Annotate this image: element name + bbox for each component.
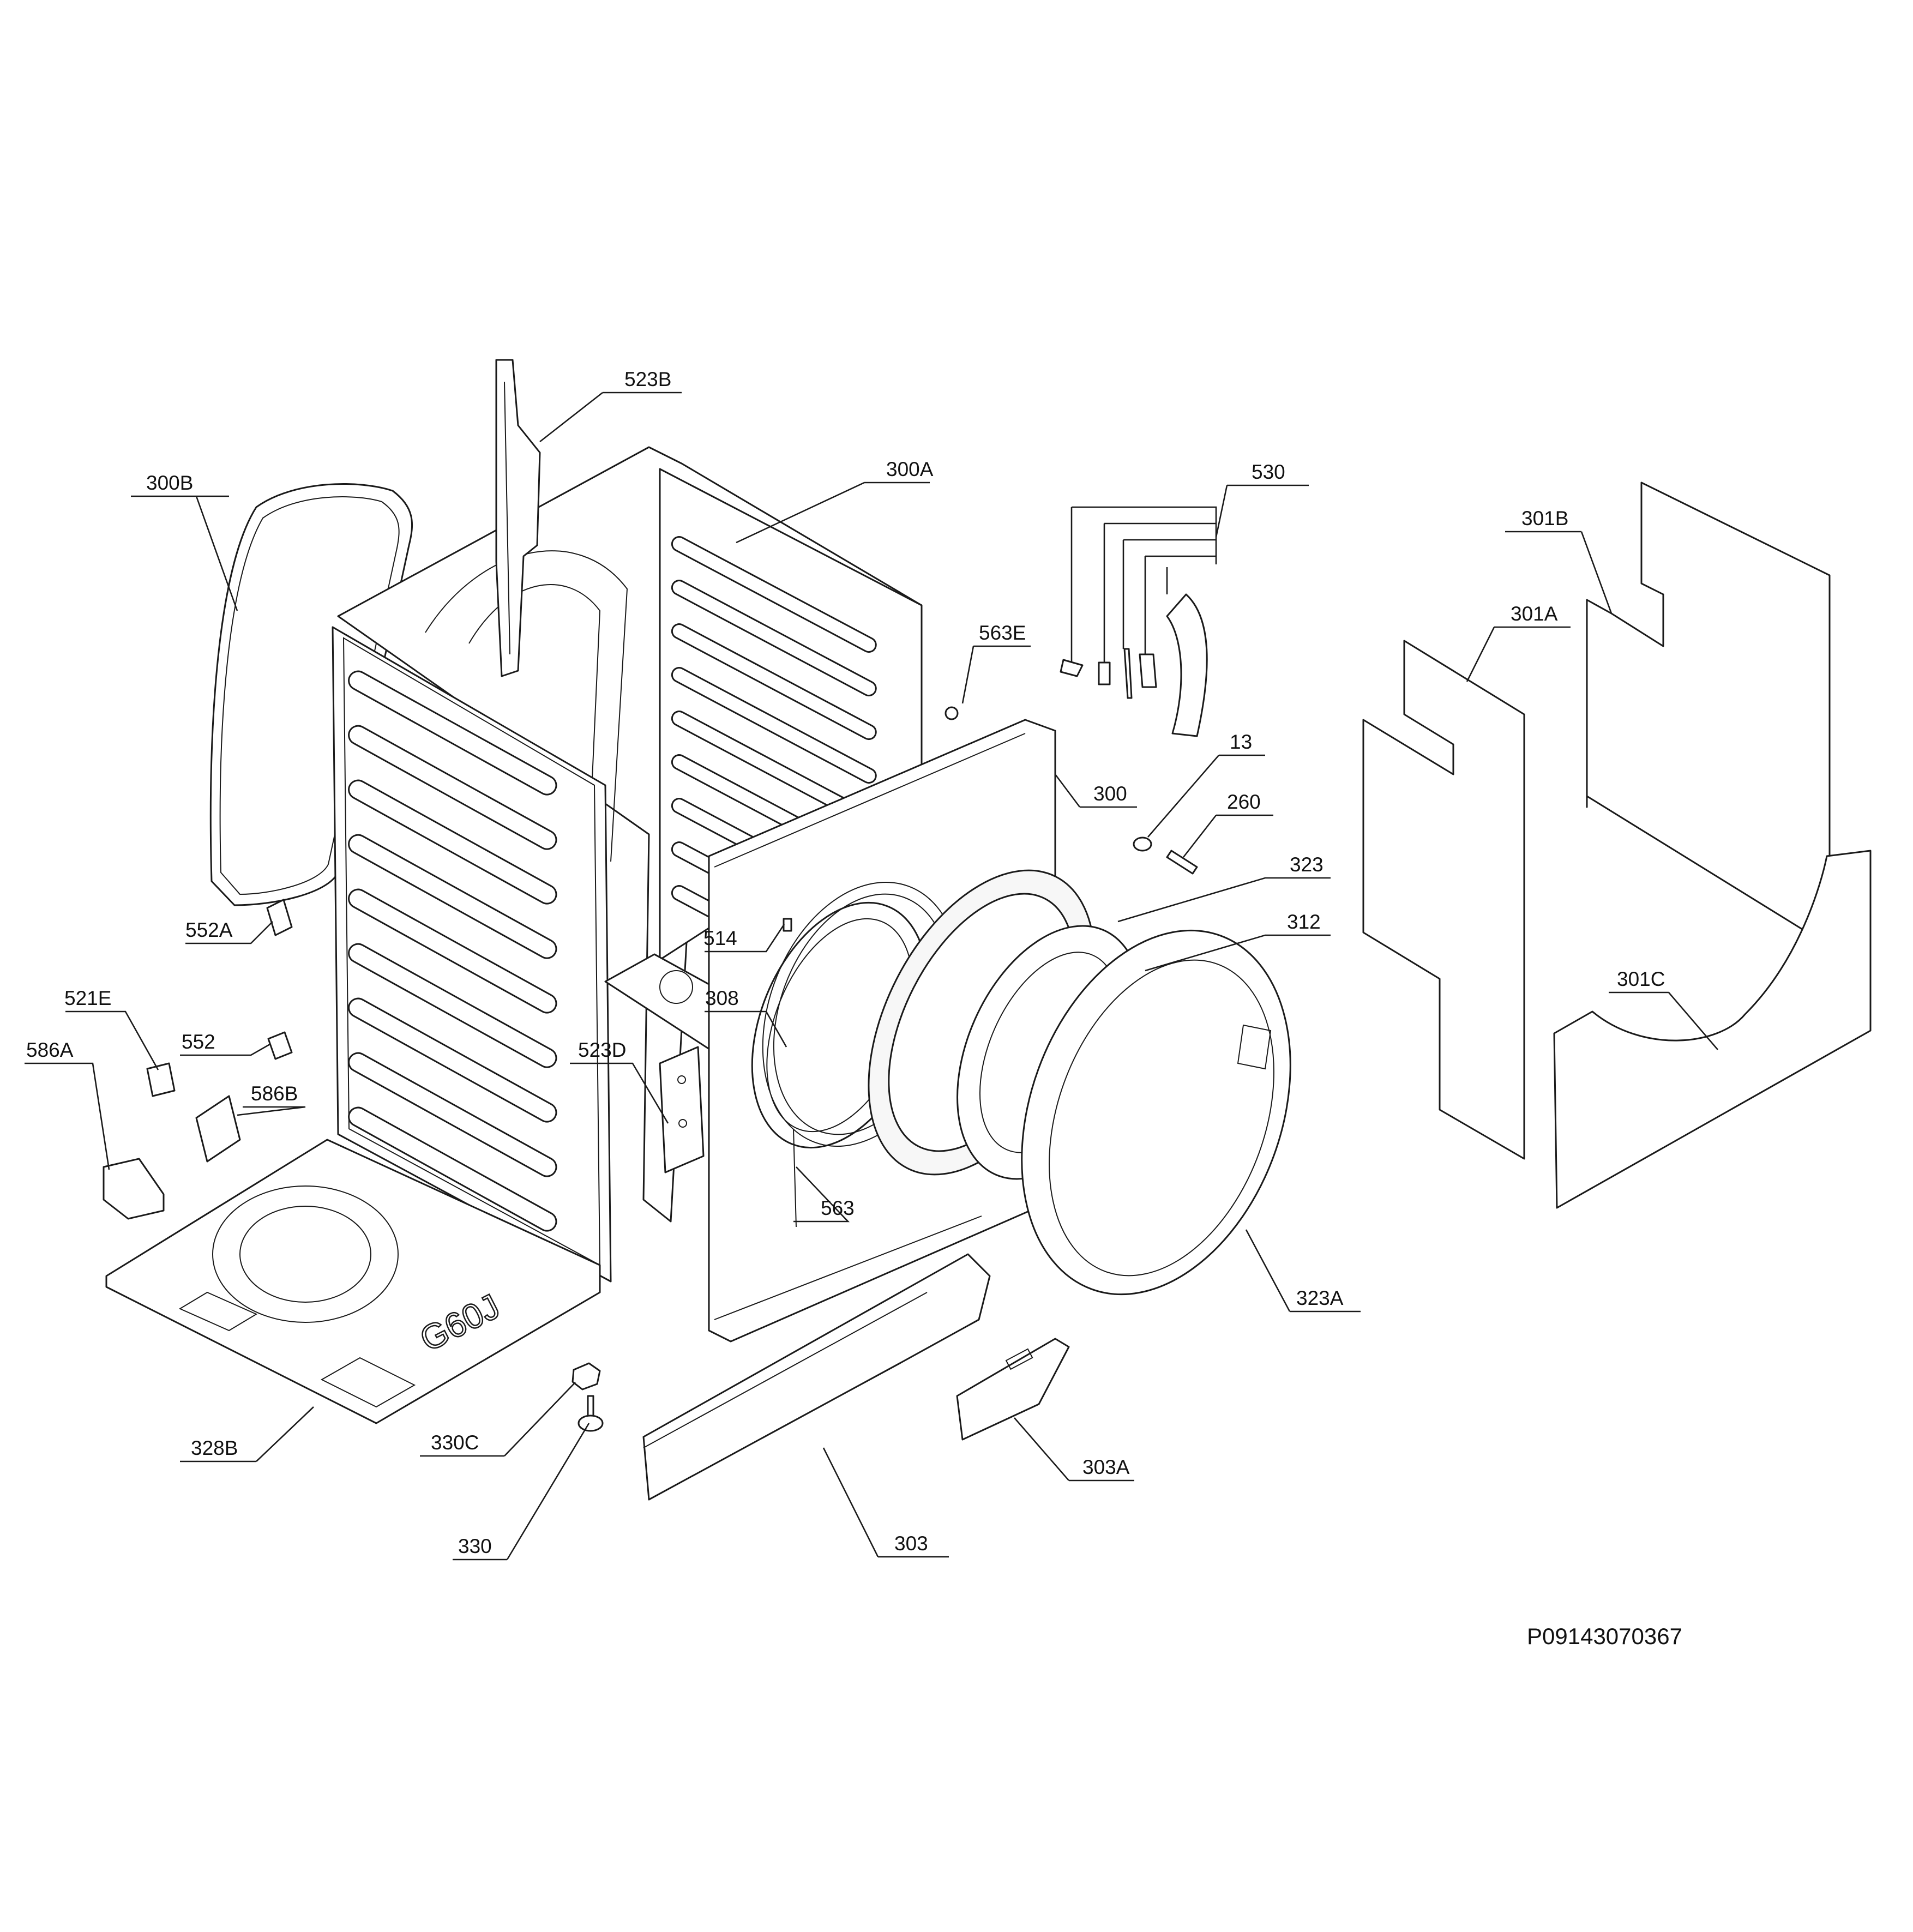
part-552a-clip — [266, 899, 293, 936]
part-303-kickplate — [642, 1253, 991, 1501]
part-301a-insulation — [1362, 640, 1525, 1160]
label-586b: 586B — [251, 1082, 298, 1105]
part-260-spring — [1166, 850, 1198, 875]
label-514: 514 — [703, 927, 737, 949]
label-308: 308 — [705, 987, 739, 1009]
label-330: 330 — [458, 1535, 492, 1557]
drawing-code: P09143070367 — [1527, 1623, 1682, 1649]
part-300b-rear-gasket — [209, 483, 413, 906]
part-330c-foot-nut — [572, 1362, 601, 1391]
part-586a-connector — [103, 1158, 165, 1220]
label-300b: 300B — [146, 472, 193, 494]
label-552: 552 — [182, 1031, 215, 1053]
leader-lines — [25, 392, 1718, 1561]
label-323a: 323A — [1296, 1287, 1344, 1309]
part-514-clip — [783, 918, 792, 932]
label-523d: 523D — [578, 1039, 626, 1061]
part-552-clip — [267, 1031, 293, 1060]
part-530-hinge-set — [1060, 593, 1208, 737]
label-301c: 301C — [1617, 968, 1665, 990]
label-260: 260 — [1227, 791, 1261, 813]
part-301b-insulation — [1586, 482, 1831, 947]
part-586b-connector — [195, 1095, 241, 1163]
label-563e: 563E — [979, 622, 1026, 644]
label-300a: 300A — [886, 458, 934, 480]
part-563-pin — [793, 1128, 797, 1227]
left-panel-ribs — [348, 670, 557, 1232]
label-323: 323 — [1290, 853, 1324, 876]
callout-labels: 523B 300A 300B 530 563E 13 260 300 323 3… — [26, 368, 1665, 1557]
label-301a: 301A — [1511, 603, 1558, 625]
part-left-side-panel — [332, 626, 612, 1283]
label-563: 563 — [821, 1197, 855, 1219]
part-301c-insulation — [1553, 850, 1872, 1209]
part-323a-outer-door — [1021, 929, 1291, 1296]
part-330-foot — [577, 1395, 604, 1432]
label-521e: 521E — [64, 987, 111, 1009]
part-563e-screw — [945, 706, 959, 720]
label-523b: 523B — [624, 368, 671, 390]
part-328b-base: G60J — [105, 1139, 601, 1424]
label-303: 303 — [894, 1532, 928, 1555]
label-552a: 552A — [185, 919, 233, 941]
label-328b: 328B — [191, 1437, 238, 1459]
label-303a: 303A — [1082, 1456, 1130, 1478]
label-300: 300 — [1093, 783, 1127, 805]
part-521e-switch — [146, 1062, 176, 1097]
label-530: 530 — [1252, 461, 1285, 483]
label-301b: 301B — [1521, 507, 1568, 529]
label-586a: 586A — [26, 1039, 74, 1061]
label-330c: 330C — [431, 1431, 479, 1454]
part-523b-strut — [495, 359, 541, 677]
part-303a-filter-door — [956, 1338, 1070, 1441]
label-13: 13 — [1230, 731, 1252, 753]
label-312: 312 — [1287, 911, 1321, 933]
part-13-bushing — [1133, 836, 1152, 852]
part-523d-bracket — [659, 1046, 705, 1173]
